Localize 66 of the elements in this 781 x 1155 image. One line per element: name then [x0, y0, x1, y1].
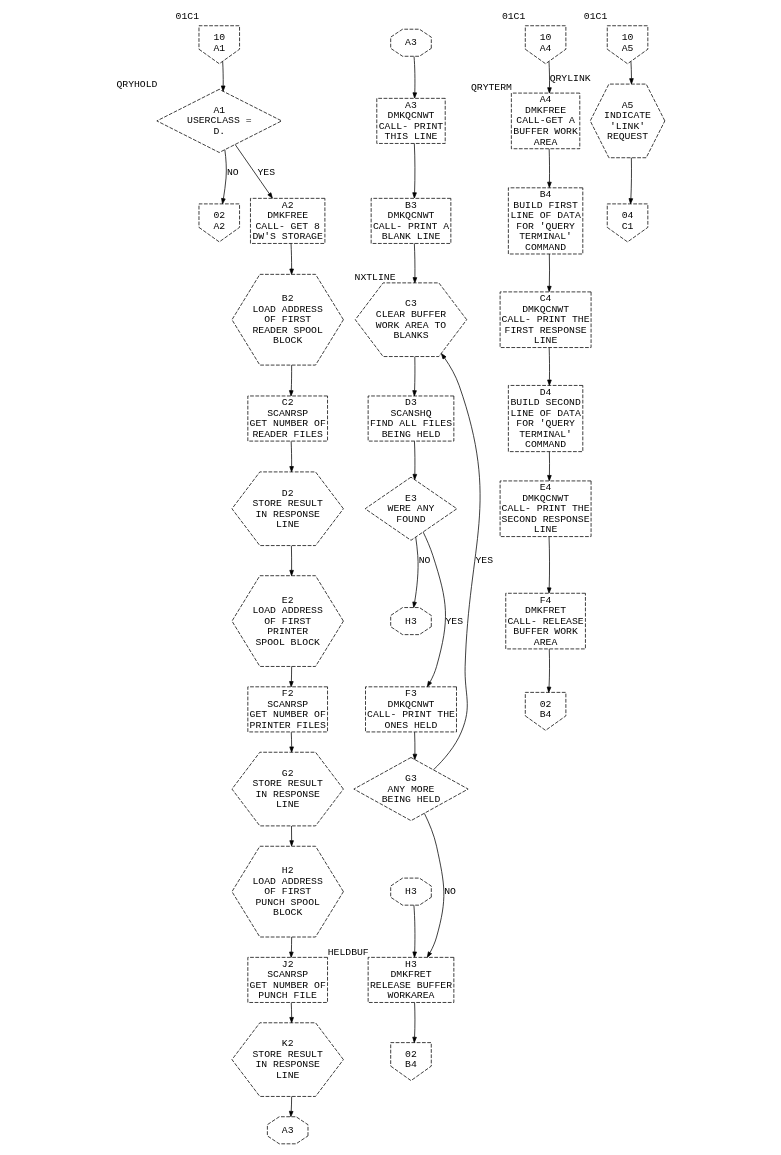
- arrow: [411, 1002, 417, 1043]
- arrow: [220, 149, 227, 205]
- node-box: B3 DMKQCNWT CALL- PRINT A BLANK LINE: [370, 197, 451, 244]
- arrow: [288, 440, 294, 473]
- node-box: A4 DMKFREE CALL-GET A BUFFER WORK AREA: [510, 92, 580, 150]
- arrow: [412, 243, 417, 284]
- arrow: [288, 1096, 293, 1117]
- arrow: [234, 144, 273, 199]
- arrow: [546, 536, 551, 594]
- node-label: NXTLINE: [354, 272, 396, 284]
- node-box: H3 DMKFRET RELEASE BUFFER WORKAREA: [367, 957, 454, 1003]
- node-label: 01C1: [583, 11, 607, 22]
- node-box: D4 BUILD SECOND LINE OF DATA FOR 'QUERY TERMINAL' COMMAND: [507, 385, 583, 452]
- arrow: [546, 648, 551, 693]
- node-box: C4 DMKQCNWT CALL- PRINT THE FIRST RESPONSE LINE: [499, 291, 591, 348]
- arrow: [288, 666, 294, 688]
- arrow: [412, 440, 417, 480]
- arrow: [288, 243, 294, 275]
- node-label: 01C1: [501, 11, 525, 22]
- node-label: QRYTERM: [470, 82, 512, 94]
- arrow: [220, 61, 225, 92]
- node-box: J2 SCANRSP GET NUMBER OF PUNCH FILE: [246, 957, 328, 1003]
- arrow: [546, 253, 552, 292]
- node-diamond: A1 USERCLASS = D.: [156, 88, 282, 153]
- arrow: [411, 356, 417, 397]
- edge-label: NO: [418, 555, 430, 567]
- edge-label: NO: [226, 167, 239, 179]
- arrow: [288, 825, 294, 847]
- node-box: A3 DMKQCNWT CALL- PRINT THIS LINE: [375, 97, 446, 144]
- arrow: [412, 731, 417, 760]
- arrow: [411, 904, 417, 958]
- arrow: [411, 536, 418, 608]
- arrow: [423, 813, 444, 958]
- node-label: QRYHOLD: [115, 78, 157, 90]
- node-box: C2 SCANRSP GET NUMBER OF READER FILES: [246, 395, 328, 442]
- node-box: F3 DMKQCNWT CALL- PRINT THE ONES HELD: [364, 686, 457, 733]
- arrow: [411, 143, 417, 199]
- edge-label: YES: [444, 615, 463, 627]
- edge-label: YES: [475, 555, 493, 567]
- arrow: [288, 731, 294, 753]
- arrow: [422, 531, 446, 688]
- arrow: [628, 61, 634, 85]
- arrow: [412, 56, 417, 99]
- node-diamond: G3 ANY MORE BEING HELD: [352, 757, 468, 822]
- arrow: [546, 61, 552, 94]
- arrow: [546, 148, 552, 188]
- node-diamond: E3 WERE ANY FOUND: [364, 476, 457, 541]
- arrow: [288, 936, 294, 958]
- arrow: [546, 347, 552, 386]
- node-label: QRYLINK: [549, 73, 591, 85]
- arrow: [288, 545, 294, 576]
- node-label: 01C1: [175, 11, 199, 22]
- edge-label: YES: [256, 167, 275, 179]
- edge-label: NO: [443, 886, 456, 898]
- node-box: D3 SCANSHQ FIND ALL FILES BEING HELD: [367, 395, 454, 442]
- arrow: [288, 364, 293, 397]
- node-box: F4 DMKFRET CALL- RELEASE BUFFER WORK AREA: [504, 592, 586, 650]
- node-box: B4 BUILD FIRST LINE OF DATA FOR 'QUERY TERMINAL' COMMAND: [507, 187, 583, 255]
- arrow: [628, 157, 633, 205]
- arrow: [432, 353, 480, 771]
- node-box: A2 DMKFREE CALL- GET 8 DW'S STORAGE: [249, 197, 325, 244]
- node-box: E4 DMKQCNWT CALL- PRINT THE SECOND RESPONSE LINE: [499, 480, 591, 537]
- arrow: [546, 451, 552, 482]
- node-box: F2 SCANRSP GET NUMBER OF PRINTER FILES: [246, 686, 328, 733]
- arrow: [288, 1002, 294, 1024]
- node-label: HELDBUF: [327, 946, 369, 958]
